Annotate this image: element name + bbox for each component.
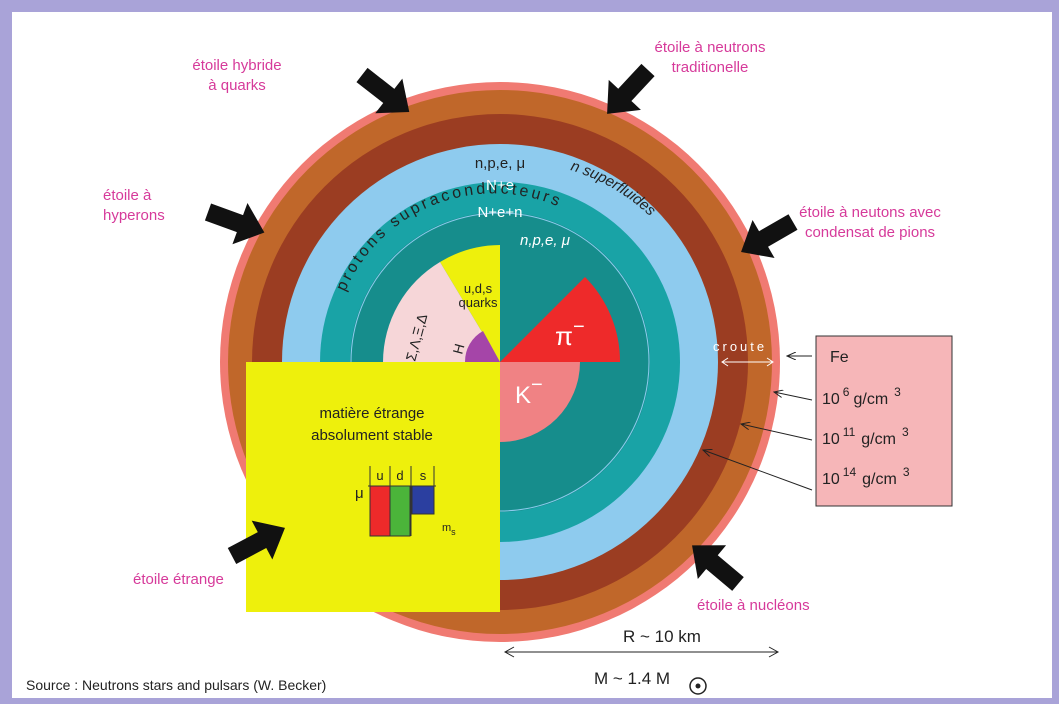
quark-fermi-levels: u d s μ ms (355, 466, 456, 537)
arrow-traditional-neutron-star (607, 63, 655, 114)
h-particle-wedge (464, 331, 500, 362)
strange-matter-line2: absolument stable (311, 427, 433, 444)
arrow-hyperon-star (204, 202, 265, 245)
arrow-hybrid-star (356, 67, 410, 114)
u-quark-level (369, 485, 391, 537)
strange-matter-line1: matière étrange (319, 405, 424, 422)
strange-star-label: étoile étrange (133, 571, 224, 588)
crust-span-heads (721, 357, 774, 367)
nucleon-star-label: étoile à nucléons (697, 597, 810, 614)
pointer-density-2 (741, 424, 813, 441)
mass-label: M ~ 1.4 M (594, 669, 670, 688)
arrow-strange-star (227, 520, 285, 564)
kaon-label: K− (515, 374, 543, 409)
iron-label: Fe (830, 349, 849, 366)
kaon-condensate-wedge (500, 362, 580, 442)
pointer-density-1 (774, 392, 813, 401)
layer-n-e-label: N+e (486, 177, 514, 194)
density-box (815, 335, 953, 507)
d-quark-level (389, 485, 411, 537)
fermi-mu-label: μ (355, 485, 364, 502)
u-quark-label: u (376, 468, 383, 483)
hyperon-star-label-2: hyperons (103, 207, 165, 224)
outer-core-composition-label: n,p,e, μ (475, 155, 525, 172)
radius-label: R ~ 10 km (623, 627, 701, 646)
quarks-label-line2: quarks (458, 295, 498, 310)
traditional-star-label-2: traditionelle (672, 59, 749, 76)
h-particle-label: H (449, 342, 467, 356)
pion-star-label-2: condensat de pions (805, 224, 935, 241)
star-type-arrows (204, 63, 798, 591)
d-quark-label: d (396, 468, 403, 483)
quark-wedge (440, 245, 500, 362)
traditional-star-label-1: étoile à neutrons (655, 39, 766, 56)
inner-core-composition-label: n,p,e, μ (520, 232, 570, 249)
s-quark-level (411, 485, 435, 515)
hybrid-star-label-2: à quarks (208, 77, 266, 94)
hyperon-star-label-1: étoile à (103, 187, 152, 204)
pion-star-label-1: étoile à neutons avec (799, 204, 941, 221)
pion-label: π− (555, 316, 585, 351)
sun-symbol (689, 677, 707, 695)
layer-n-e-n-label: N+e+n (477, 204, 522, 221)
s-quark-label: s (420, 468, 427, 483)
crust-label: croute (713, 339, 767, 354)
quarks-label-line1: u,d,s (464, 281, 493, 296)
arrow-nucleon-star (692, 545, 744, 591)
hybrid-star-label-1: étoile hybride (192, 57, 281, 74)
hyperon-wedge (383, 262, 500, 362)
pion-condensate-wedge (500, 277, 621, 362)
arrow-pion-star (741, 214, 798, 259)
source-caption: Source : Neutrons stars and pulsars (W. … (26, 677, 327, 693)
pointer-density-3 (703, 450, 813, 491)
strange-mass-label: ms (442, 522, 456, 537)
radius-line-heads (503, 646, 780, 658)
